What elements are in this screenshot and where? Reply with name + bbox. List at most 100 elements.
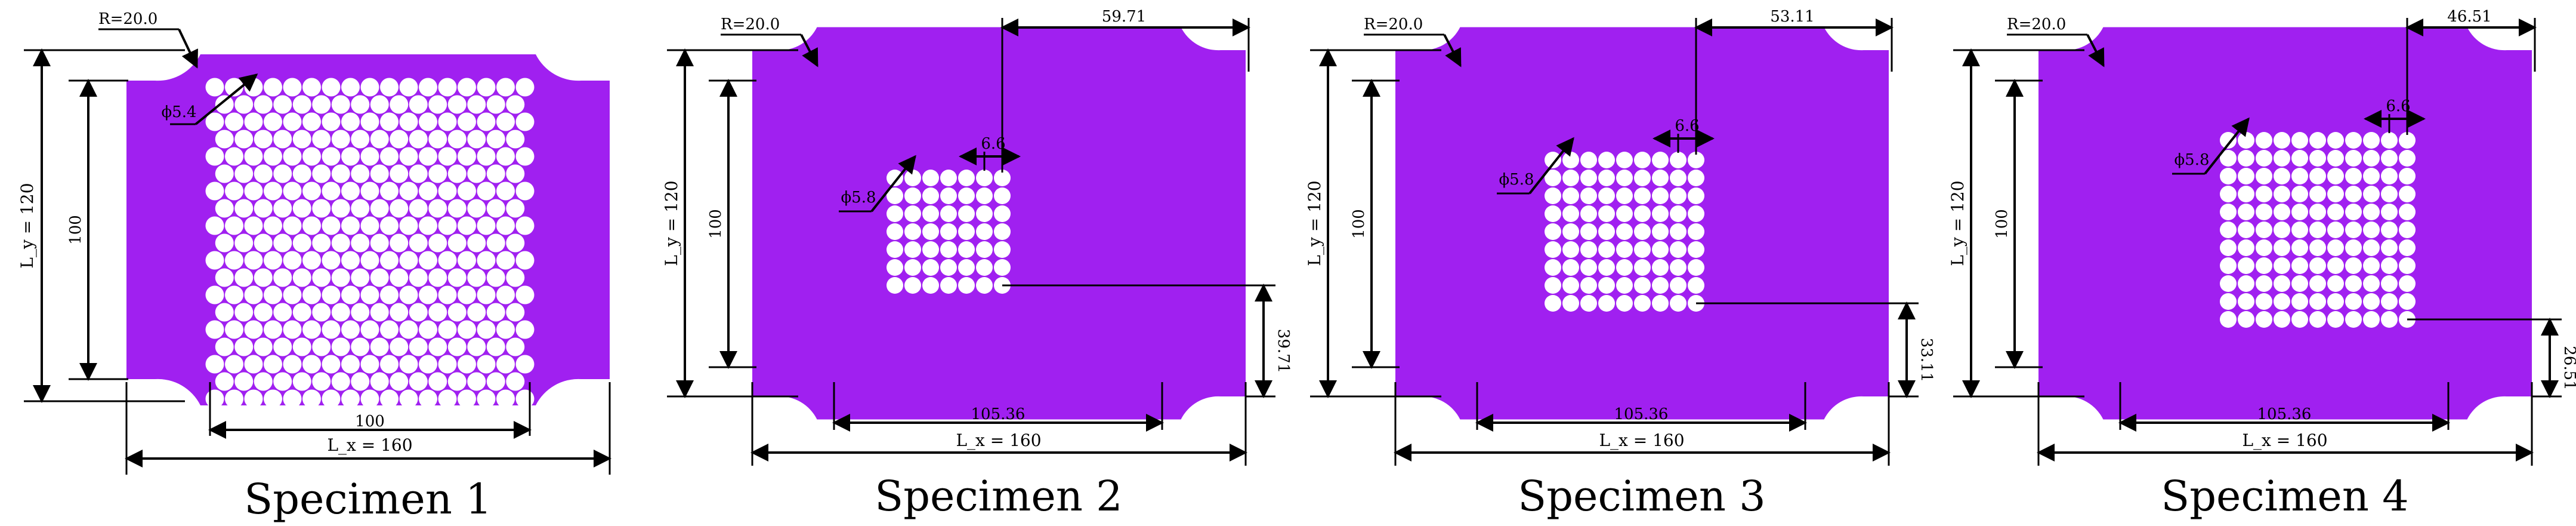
lx-label: L_x = 160 <box>1599 430 1684 450</box>
hole-gap <box>341 182 360 201</box>
hole-gap <box>506 130 525 149</box>
hole <box>976 170 993 186</box>
hole <box>2327 275 2344 292</box>
hole <box>887 223 903 240</box>
ly-label: L_y = 120 <box>17 183 37 268</box>
lx-label: L_x = 160 <box>2242 430 2327 450</box>
hole <box>2399 293 2416 310</box>
hole <box>2220 150 2237 167</box>
hole-gap <box>205 78 224 97</box>
side-label: 100 <box>1993 209 2011 239</box>
hole-gap <box>331 303 350 322</box>
hole <box>2381 275 2398 292</box>
hole-dia-label: ϕ5.8 <box>1499 171 1534 189</box>
hole-gap <box>515 147 535 166</box>
hole <box>976 241 993 258</box>
hole-gap <box>264 320 282 339</box>
hole-gap <box>292 268 311 287</box>
hole-gap <box>302 320 321 339</box>
hole <box>2363 204 2380 220</box>
hole-gap <box>477 389 496 408</box>
hole <box>2363 168 2380 184</box>
hole <box>2327 257 2344 274</box>
hole-gap <box>447 164 467 183</box>
hole <box>2381 311 2398 328</box>
hole-gap <box>283 112 302 131</box>
hole-gap <box>477 355 496 374</box>
hole-gap <box>292 303 311 322</box>
side-label: 100 <box>707 209 725 239</box>
hole <box>940 241 957 258</box>
hole-gap <box>380 78 399 97</box>
hole <box>2381 132 2398 149</box>
hole-gap <box>312 268 331 287</box>
hole-gap <box>515 355 535 374</box>
hole-gap <box>438 389 457 408</box>
hole-dia-arrow <box>2204 117 2250 175</box>
hole-gap <box>322 251 341 270</box>
hole-gap <box>351 199 370 218</box>
hole <box>2256 186 2272 202</box>
hole <box>1670 187 1687 204</box>
hole-gap <box>428 303 447 322</box>
hole-gap <box>496 112 515 131</box>
hole-gap <box>283 285 302 304</box>
hole-gap <box>283 147 302 166</box>
hole-gap <box>225 355 243 374</box>
hole-gap <box>458 147 476 166</box>
hole <box>994 259 1011 276</box>
hole <box>1598 170 1615 186</box>
hole-gap <box>215 372 234 391</box>
pitch-label: 6.6 <box>2386 97 2410 115</box>
hole <box>1562 295 1579 312</box>
side-label: 100 <box>1350 209 1368 239</box>
hole <box>976 277 993 294</box>
hole-gap <box>380 216 399 235</box>
hole-gap <box>254 372 273 391</box>
hole <box>958 223 975 240</box>
hole-gap <box>273 164 292 183</box>
hole-gap <box>496 320 515 339</box>
hole-gap <box>515 78 535 97</box>
hole-gap <box>428 199 447 218</box>
hole <box>904 259 921 276</box>
hole-gap <box>360 285 379 304</box>
hole-gap <box>331 199 350 218</box>
hole <box>2256 150 2272 167</box>
hole-gap <box>496 182 515 201</box>
pitch-label: 6.6 <box>1675 117 1699 135</box>
width-label: 100 <box>355 413 385 430</box>
hole <box>1562 223 1579 240</box>
hole-gap <box>467 164 486 183</box>
hole-gap <box>302 78 321 97</box>
hole-gap <box>399 147 418 166</box>
hole-gap <box>399 355 418 374</box>
hole <box>2345 257 2362 274</box>
hole <box>2345 222 2362 238</box>
hole-gap <box>438 251 457 270</box>
hole <box>887 259 903 276</box>
hole <box>2399 168 2416 184</box>
hole <box>2238 204 2254 220</box>
hole-gap <box>409 130 428 149</box>
hole <box>2238 239 2254 256</box>
hole-gap <box>515 112 535 131</box>
hole-gap <box>341 251 360 270</box>
hole <box>1634 187 1651 204</box>
width-label: 105.36 <box>1614 405 1669 423</box>
hole <box>2309 132 2326 149</box>
hole-gap <box>409 372 428 391</box>
hole <box>2238 186 2254 202</box>
hole <box>2399 222 2416 238</box>
hole-gap <box>370 95 389 114</box>
hole-gap <box>234 233 254 253</box>
hole-gap <box>331 268 350 287</box>
hole-gap <box>467 303 486 322</box>
hole-gap <box>438 147 457 166</box>
hole-gap <box>477 182 496 201</box>
hole-gap <box>390 164 409 183</box>
hole-gap <box>458 320 476 339</box>
hole-gap <box>331 372 350 391</box>
